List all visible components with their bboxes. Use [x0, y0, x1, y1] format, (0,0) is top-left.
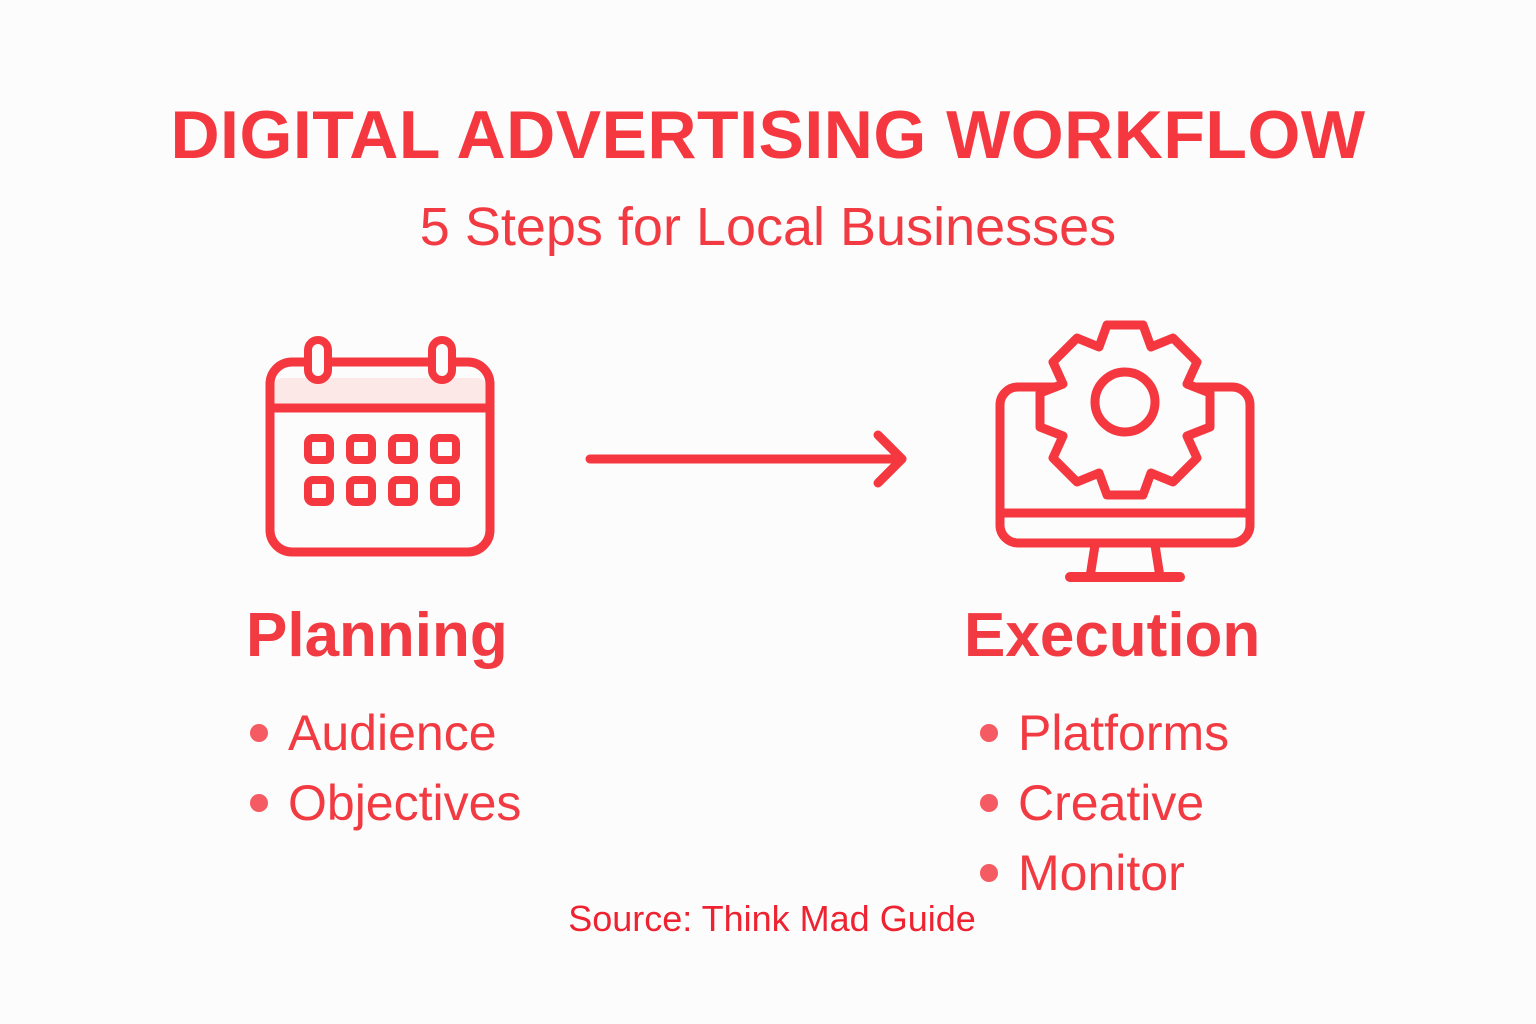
bullet-dot-icon	[250, 794, 268, 812]
computer-gear-icon	[995, 320, 1255, 582]
execution-bullet-list: Platforms Creative Monitor	[980, 698, 1229, 908]
list-item: Monitor	[980, 838, 1229, 908]
bullet-dot-icon	[250, 724, 268, 742]
list-item: Objectives	[250, 768, 521, 838]
calendar-icon	[265, 336, 495, 557]
title: DIGITAL ADVERTISING WORKFLOW	[170, 97, 1366, 173]
execution-title: Execution	[964, 601, 1261, 670]
bullet-dot-icon	[980, 794, 998, 812]
bullet-dot-icon	[980, 724, 998, 742]
subtitle: 5 Steps for Local Businesses	[419, 197, 1117, 257]
list-item: Audience	[250, 698, 521, 768]
planning-bullet-list: Audience Objectives	[250, 698, 521, 838]
list-item: Creative	[980, 768, 1229, 838]
list-item: Platforms	[980, 698, 1229, 768]
arrow-right-icon	[585, 430, 907, 488]
source-caption: Source: Think Mad Guide	[568, 898, 976, 939]
bullet-dot-icon	[980, 864, 998, 882]
planning-title: Planning	[246, 601, 508, 670]
